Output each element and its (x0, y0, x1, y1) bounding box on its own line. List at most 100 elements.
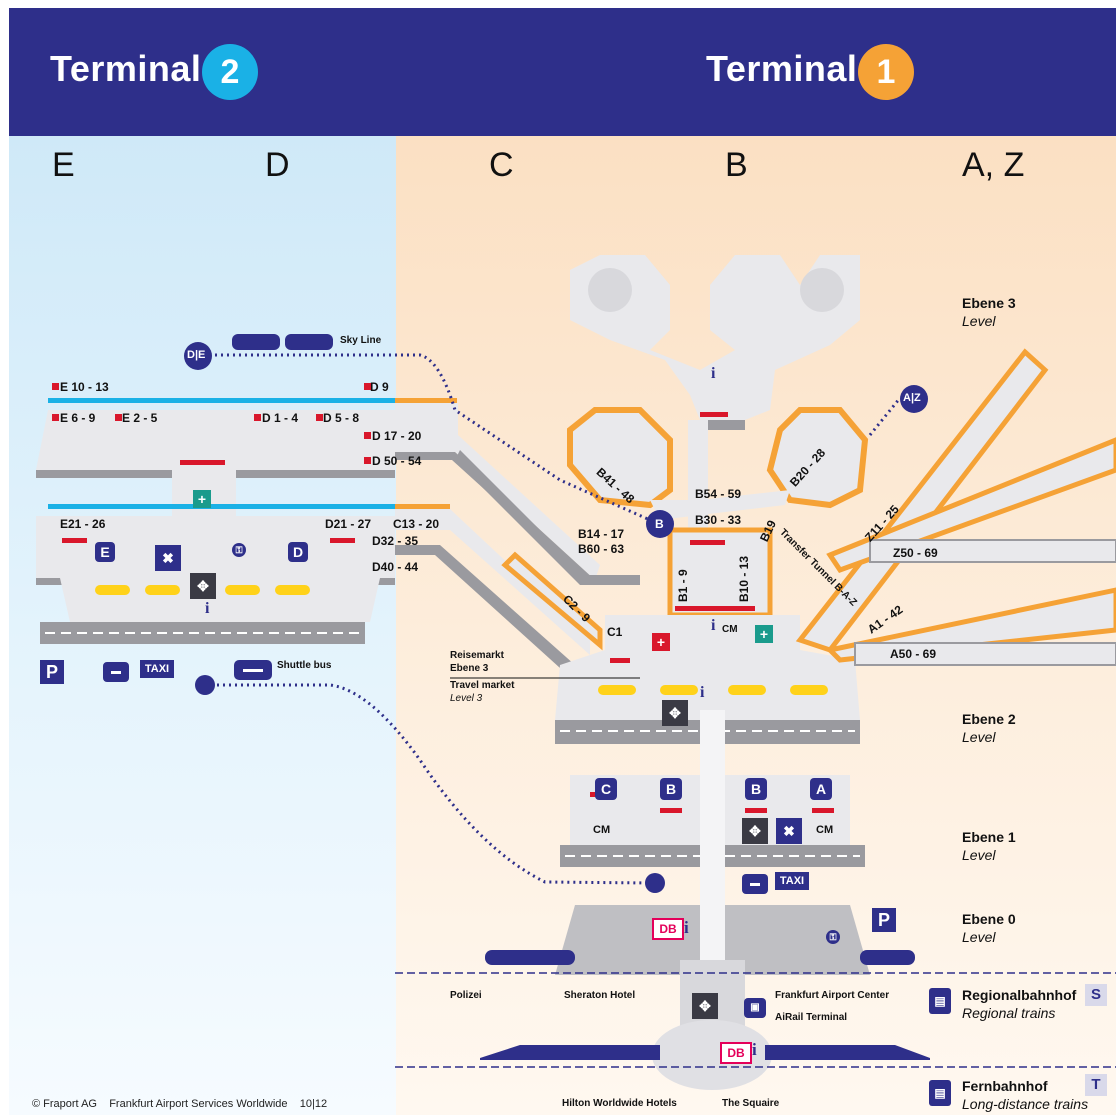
baggage-icon: ✖ (155, 545, 181, 571)
db-sign: DB (720, 1042, 752, 1064)
gate-d50: D 50 - 54 (372, 454, 422, 468)
info-icon: i (700, 684, 705, 701)
gate-marker (690, 540, 725, 545)
skyline-stop-de (184, 342, 212, 370)
footer-title: Frankfurt Airport Services Worldwide (109, 1098, 288, 1110)
a-z-diagonal-pier (795, 348, 1049, 653)
level-2-name: Ebene 2 (962, 711, 1016, 727)
elevator-icon: ✥ (692, 993, 718, 1019)
level-1-en: Level (962, 847, 996, 863)
db-sign: DB (652, 918, 684, 940)
level-0-name: Ebene 0 (962, 911, 1016, 927)
d-connector-arm (395, 403, 600, 580)
terminal-2-badge: 2 (202, 44, 258, 100)
skyline-route (215, 353, 651, 522)
regional-station-name: Regionalbahnhof (962, 987, 1077, 1003)
gate-marker (364, 457, 371, 464)
checkin-b2-sign: B (745, 778, 767, 800)
info-icon: i (711, 617, 716, 634)
info-icon: i (711, 365, 716, 382)
gate-d9: D 9 (370, 380, 389, 394)
pier-b-heading: B (725, 146, 748, 184)
gate-b1: B1 - 9 (676, 569, 690, 602)
taxi-sign-t2: TAXI (140, 660, 174, 678)
regional-train-left (485, 950, 575, 965)
gate-e21: E21 - 26 (60, 517, 106, 531)
travel-market-label: Travel market (450, 680, 515, 691)
train-icon: ▤ (929, 988, 951, 1014)
gate-d21: D21 - 27 (325, 517, 372, 531)
t2-upper-concourse (36, 410, 395, 470)
gate-marker (812, 808, 834, 813)
gate-z50: Z50 - 69 (893, 546, 938, 560)
regional-train-right (860, 950, 915, 965)
gate-b60: B60 - 63 (578, 542, 625, 556)
skyline-label: Sky Line (340, 335, 382, 346)
checkin-e-sign: E (95, 542, 115, 562)
t2-cyan-edge-top (48, 398, 396, 403)
gate-b10: B10 - 13 (737, 555, 751, 602)
t2-road (40, 622, 365, 644)
gate-e6: E 6 - 9 (60, 411, 96, 425)
elevator-icon: ✥ (190, 573, 216, 599)
level-3-name: Ebene 3 (962, 295, 1016, 311)
fern-tag: T (1085, 1074, 1107, 1096)
pier-az-heading: A, Z (962, 146, 1025, 184)
t2-lower-concourse (36, 516, 395, 578)
regional-station: Regionalbahnhof Regional trains (962, 986, 1076, 1022)
checkin-c-sign: C (595, 778, 617, 800)
car-rental-icon: ⚿ (826, 930, 840, 944)
gate-marker (115, 414, 122, 421)
terminal-1-title: Terminal (706, 48, 858, 89)
shuttle-bus-icon: ▬▬ (234, 660, 272, 680)
skyline-stop-az (900, 385, 928, 413)
level-0-label: Ebene 0 Level (962, 910, 1016, 946)
header-bar (9, 8, 1116, 136)
skyline-train-car-2 (285, 334, 333, 350)
gate-marker (316, 414, 323, 421)
fern-station-name: Fernbahnhof (962, 1078, 1048, 1094)
b-star-building (570, 255, 860, 420)
shuttle-stop-t1 (645, 873, 665, 893)
gate-e10: E 10 - 13 (60, 380, 109, 394)
gate-marker (180, 460, 225, 465)
checkin-b-sign: B (660, 778, 682, 800)
taxi-sign-t1: TAXI (775, 872, 809, 890)
info-icon: i (684, 918, 689, 937)
pier-c-heading: C (489, 146, 514, 184)
pier-d-heading: D (265, 146, 290, 184)
gate-a50: A50 - 69 (890, 647, 937, 661)
gate-d17: D 17 - 20 (372, 429, 422, 443)
medical-cross-icon: + (193, 490, 211, 508)
gate-marker (675, 606, 755, 611)
gate-marker (62, 538, 87, 543)
shuttle-bus-label: Shuttle bus (277, 660, 332, 671)
gate-marker (660, 808, 682, 813)
info-icon: i (205, 600, 210, 617)
car-rental-icon: ⚿ (232, 543, 246, 557)
skyline-stop-az-label: A|Z (903, 392, 921, 404)
ice-train-left (480, 1045, 660, 1060)
train-icon: ▤ (929, 1080, 951, 1106)
gate-marker (52, 383, 59, 390)
z50-pier (869, 539, 1116, 563)
bus-icon: ▬ (103, 662, 129, 682)
fern-station-en: Long-distance trains (962, 1096, 1089, 1112)
checkin-d-sign: D (288, 542, 308, 562)
sheraton-label: Sheraton Hotel (564, 990, 636, 1001)
fernbahnhof-rotunda (652, 1020, 772, 1090)
a50-pier (854, 642, 1116, 666)
level-3-en: Level (962, 313, 996, 329)
checkin-a-sign: A (810, 778, 832, 800)
regional-station-en: Regional trains (962, 1005, 1056, 1021)
medical-cross-icon: + (652, 633, 670, 651)
reisemarkt-level: Ebene 3 (450, 663, 489, 674)
hilton-label: Hilton Worldwide Hotels (562, 1098, 677, 1109)
reisemarkt-label: Reisemarkt (450, 650, 504, 661)
gate-d5: D 5 - 8 (323, 411, 360, 425)
footer: © Fraport AG Frankfurt Airport Services … (32, 1098, 327, 1110)
pier-e-heading: E (52, 146, 75, 184)
skyline-stop-de-label: D|E (187, 349, 206, 361)
squaire-label: The Squaire (722, 1098, 780, 1109)
